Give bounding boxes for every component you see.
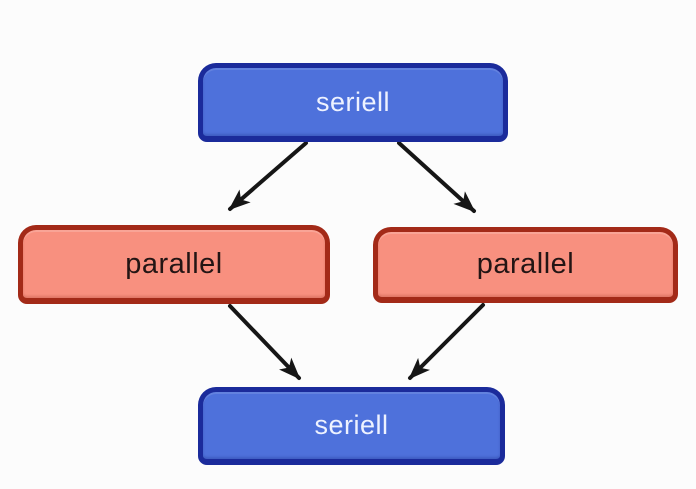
node-seriell-top: seriell [198, 63, 508, 142]
node-seriell-bottom-label: seriell [314, 410, 389, 440]
node-parallel-left-label: parallel [125, 247, 223, 280]
node-parallel-left: parallel [18, 225, 330, 304]
node-parallel-right-label: parallel [476, 248, 575, 280]
node-seriell-top-label: seriell [315, 86, 391, 117]
node-seriell-bottom: seriell [198, 387, 505, 465]
edge-parallel-left-to-seriell-bottom [228, 304, 301, 380]
edge-seriell-top-to-parallel-right [397, 141, 476, 213]
node-parallel-right: parallel [373, 227, 678, 303]
edge-parallel-right-to-seriell-bottom [408, 303, 485, 380]
edge-seriell-top-to-parallel-left [228, 141, 308, 211]
